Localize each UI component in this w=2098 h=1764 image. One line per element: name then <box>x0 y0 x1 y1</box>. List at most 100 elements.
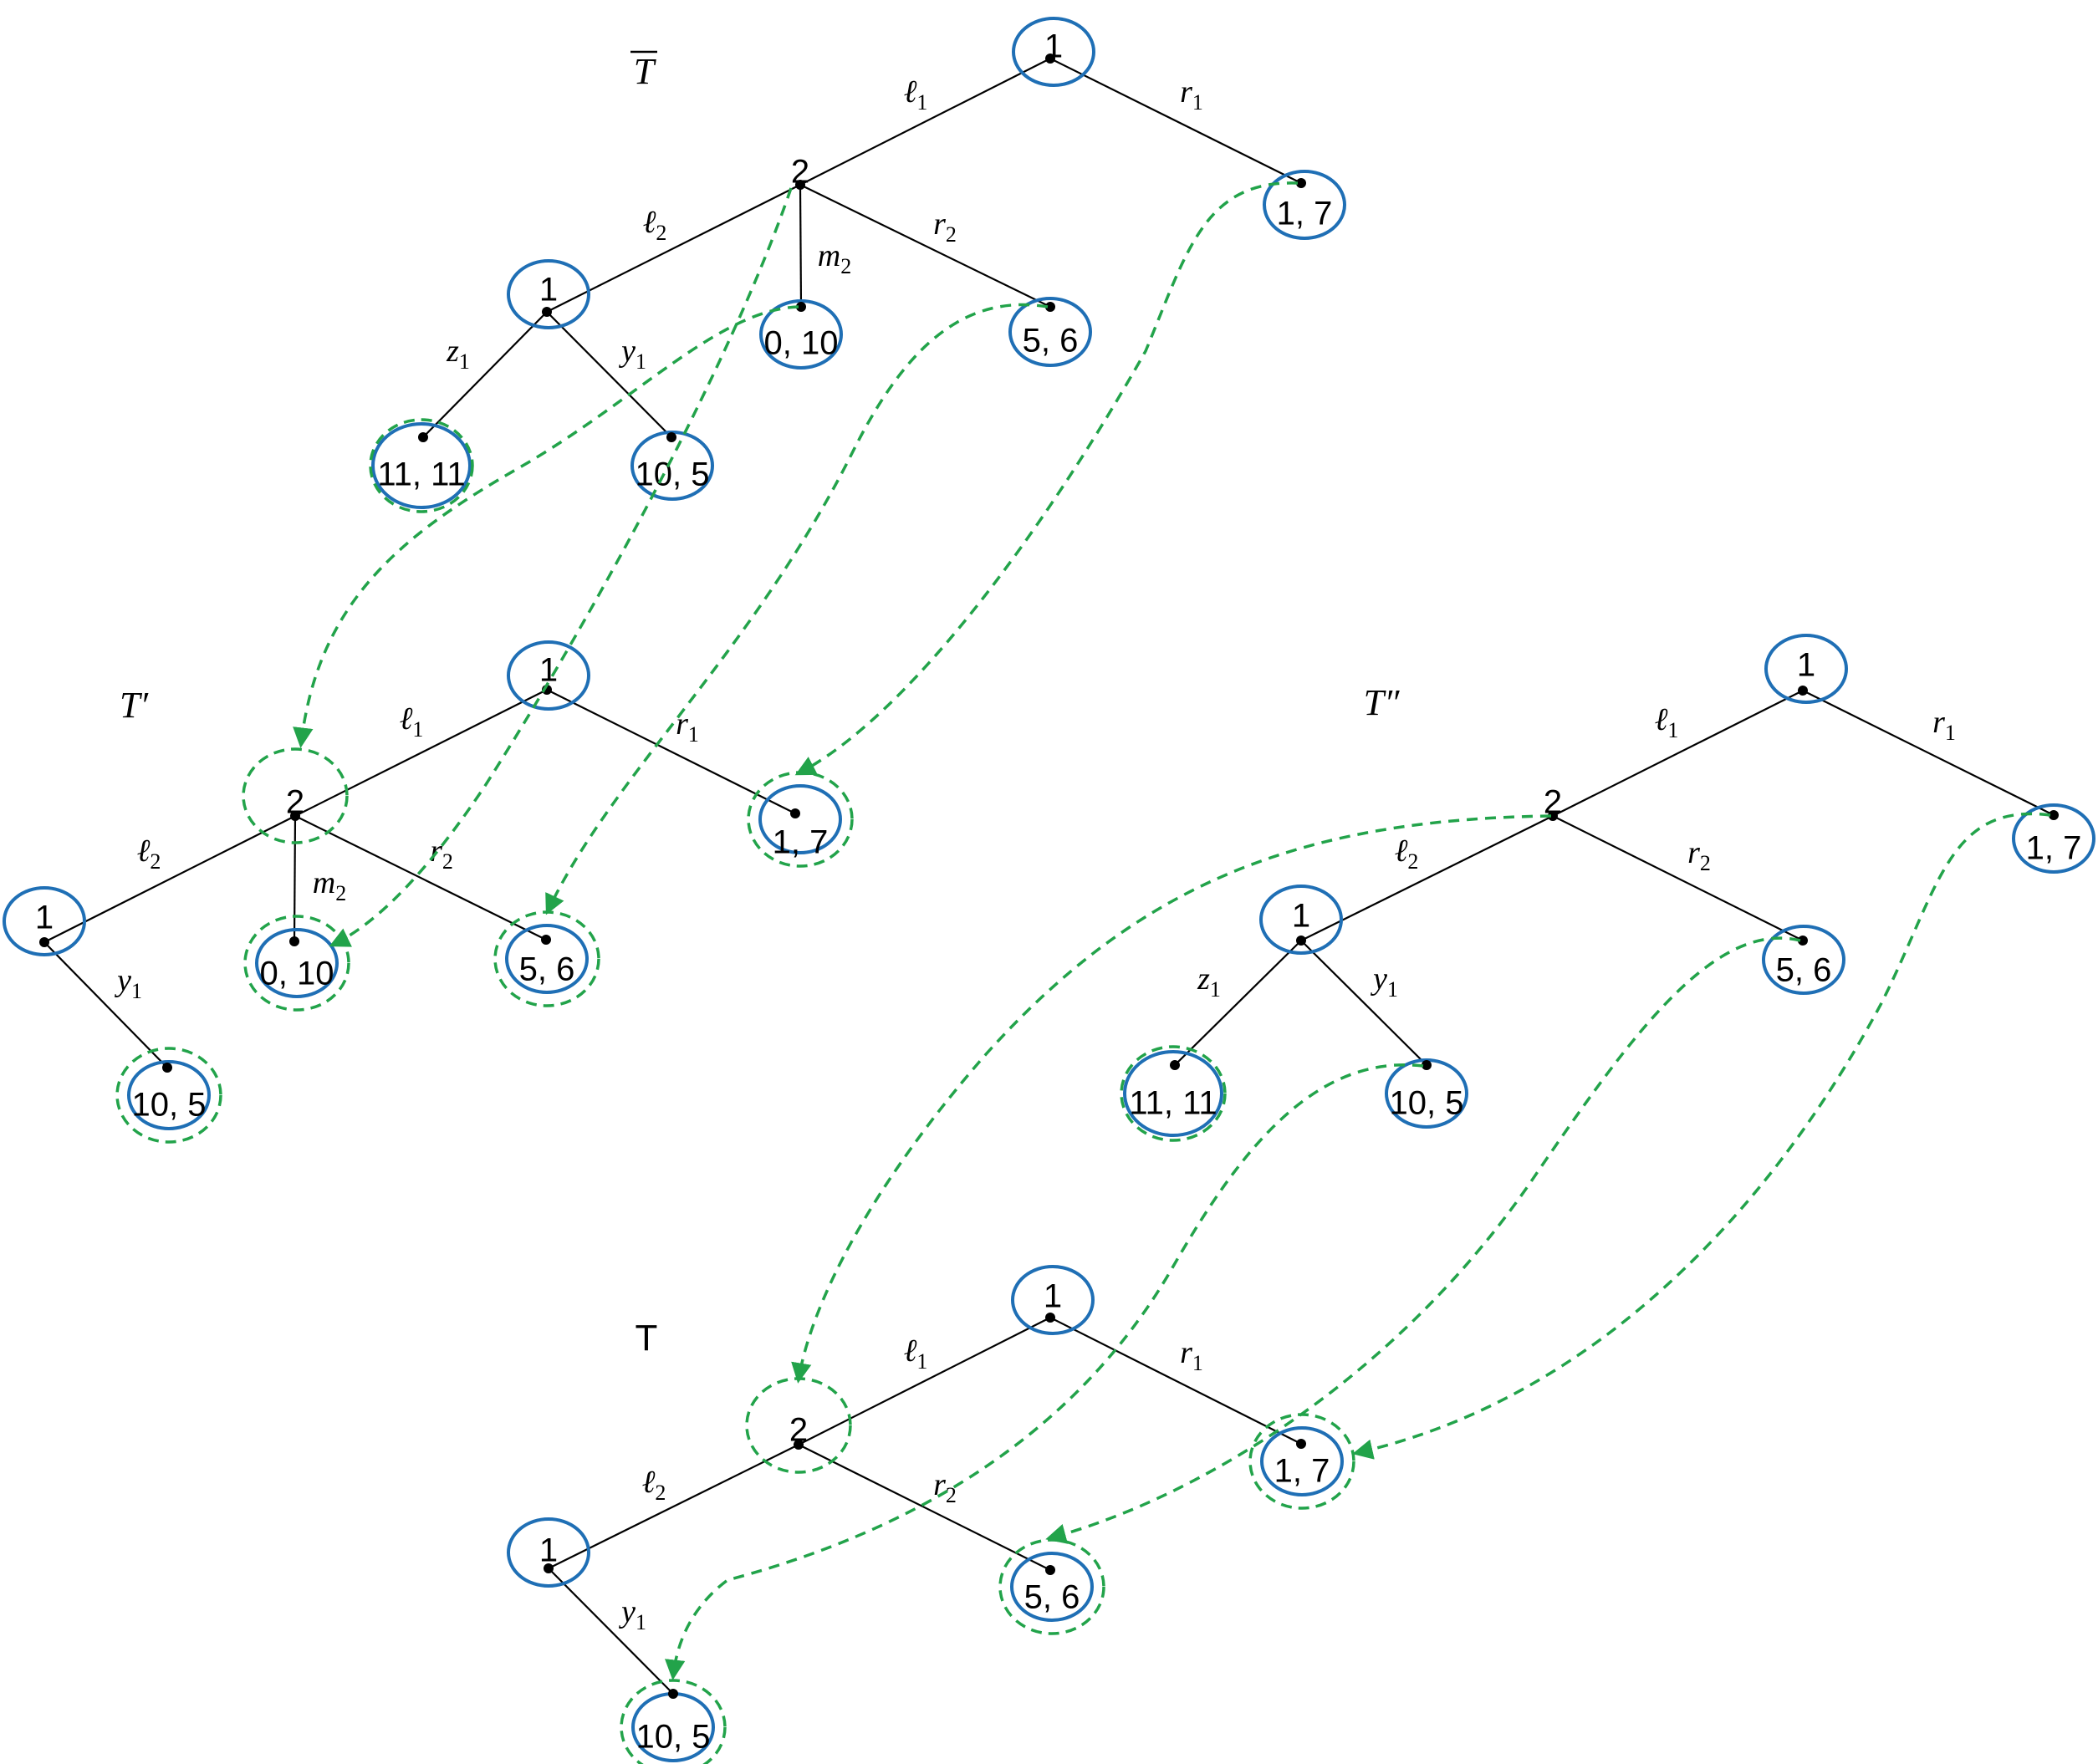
node-ellipse <box>1012 17 1095 87</box>
tdprime-node-root: 1 <box>1764 634 1848 704</box>
node-dot <box>795 180 805 190</box>
tbar-edge-n2-leaf-5-6 <box>799 184 1051 308</box>
tprime-node-leaf-0-10: 0, 10 <box>243 915 350 1012</box>
tprime-edge-n2-leaf-5-6 <box>294 815 547 941</box>
node-label: 1 <box>35 900 54 936</box>
edge-label-sub: 1 <box>1945 721 1956 745</box>
node-ellipse <box>759 299 843 370</box>
node-label: 0, 10 <box>260 956 334 992</box>
edge-label-sub: 1 <box>459 349 470 374</box>
tbar-edge-n2-leaf-0-10 <box>799 184 803 308</box>
edge-label-main: ℓ <box>904 1333 917 1369</box>
title-main: T <box>636 1318 658 1359</box>
node-label: 1, 7 <box>2026 830 2082 867</box>
edge-label-sub: 1 <box>636 349 646 374</box>
node-dot <box>1296 178 1306 188</box>
edge-label-main: m <box>313 865 335 900</box>
edge-label-main: r <box>933 206 946 242</box>
node-ellipse <box>1008 297 1092 367</box>
edge-label-main: y <box>114 963 131 998</box>
node-dot <box>1798 686 1808 696</box>
tdprime-title: T″ <box>1364 682 1400 723</box>
tprime-title: T′ <box>120 685 149 726</box>
edge-label-sub: 1 <box>131 979 142 1003</box>
tbar-title: T <box>634 51 657 92</box>
node-dot <box>794 1440 804 1450</box>
node-ellipse <box>255 928 339 998</box>
tprime-node-n1b: 1 <box>3 886 86 956</box>
node-label: 5, 6 <box>1024 1579 1080 1616</box>
edge-label-main: y <box>618 334 636 369</box>
tbar-edge-root-n2 <box>799 58 1051 186</box>
node-dot <box>1045 54 1055 64</box>
node-label: 10, 5 <box>132 1087 207 1124</box>
edge-label-main: y <box>618 1594 636 1629</box>
node-ellipse <box>1263 170 1346 240</box>
node-ellipse <box>758 784 842 854</box>
tdprime-edge-label-n2-leaf-5-6: r2 <box>1687 835 1711 875</box>
tdprime-edge-label-n1b-leaf-10-5: y1 <box>1370 961 1398 1002</box>
node-dot <box>541 935 551 945</box>
edge-label-main: z <box>446 334 459 369</box>
tdprime-edge-root-leaf-1-7 <box>1802 690 2055 816</box>
tprime-edge-n2-leaf-0-10 <box>293 815 297 942</box>
tprime-edge-n2-n1b <box>43 815 296 943</box>
node-dot <box>1045 302 1055 312</box>
tbar-edge-n1b-leaf-10-5 <box>546 311 672 438</box>
node-ellipse <box>507 1517 590 1588</box>
tdprime-edge-n1b-leaf-10-5 <box>1300 940 1427 1066</box>
tbar-edge-label-n2-n1b: ℓ2 <box>643 205 667 245</box>
node-label: 2 <box>1544 784 1562 821</box>
title-prime: ″ <box>1384 682 1400 723</box>
highlight-ring <box>242 747 349 844</box>
node-ellipse <box>630 431 714 501</box>
edge-label-sub: 2 <box>1407 849 1418 874</box>
edge-label-main: ℓ <box>642 1465 656 1500</box>
tfinal-edge-label-n1b-leaf-10-5: y1 <box>618 1594 646 1634</box>
node-ellipse <box>2012 803 2095 874</box>
edge-label-main: ℓ <box>643 205 656 240</box>
tfinal-node-leaf-10-5: 10, 5 <box>620 1679 727 1764</box>
node-ellipse <box>1260 1426 1344 1496</box>
node-ellipse <box>507 259 590 329</box>
mapping-arrow-1 <box>329 187 793 947</box>
edge-label-sub: 1 <box>412 717 423 742</box>
tprime-node-leaf-5-6: 5, 6 <box>493 910 600 1007</box>
highlight-ring <box>115 1047 222 1144</box>
title-main: T <box>120 685 143 726</box>
tdprime-edge-label-n1b-leaf-11-11: z1 <box>1197 961 1221 1002</box>
node-label: 5, 6 <box>1023 323 1079 359</box>
tbar-node-leaf-0-10: 0, 10 <box>759 299 843 370</box>
tdprime-edge-label-root-leaf-1-7: r1 <box>1932 705 1956 745</box>
node-dot <box>1045 1565 1055 1575</box>
tbar-node-n1b: 1 <box>507 259 590 329</box>
tbar-edge-root-leaf-1-7 <box>1049 58 1302 184</box>
node-label: 10, 5 <box>1390 1085 1464 1122</box>
node-ellipse <box>3 886 86 956</box>
node-dot <box>290 811 300 821</box>
tprime-edge-root-leaf-1-7 <box>546 689 796 814</box>
tbar-edge-n2-n1b <box>546 184 801 313</box>
node-dot <box>1548 811 1558 821</box>
tprime-edge-label-n2-leaf-0-10: m2 <box>313 865 346 905</box>
tfinal-node-leaf-1-7: 1, 7 <box>1248 1413 1355 1510</box>
node-label: 2 <box>286 784 304 821</box>
edge-label-sub: 1 <box>1192 90 1203 115</box>
title-main: T <box>1364 682 1387 723</box>
node-label: 1 <box>1292 898 1310 935</box>
node-label: 1, 7 <box>1277 196 1333 232</box>
edge-label-sub: 1 <box>1192 1351 1203 1375</box>
tbar-edge-label-n2-leaf-5-6: r2 <box>933 206 957 247</box>
node-ellipse <box>1011 1265 1095 1335</box>
edge-label-main: r <box>1932 705 1945 740</box>
highlight-ring <box>243 915 350 1012</box>
tfinal-edge-label-root-n2: ℓ1 <box>904 1333 928 1374</box>
node-dot <box>796 302 806 312</box>
tfinal-node-n1b: 1 <box>507 1517 590 1588</box>
node-dot <box>790 808 800 818</box>
tfinal-edge-n2-leaf-5-6 <box>798 1444 1051 1571</box>
node-ellipse <box>1762 925 1845 995</box>
tprime-node-root: 1 <box>507 640 590 711</box>
node-dot <box>1798 936 1808 946</box>
tbar-edge-label-root-n2: ℓ1 <box>904 74 928 115</box>
